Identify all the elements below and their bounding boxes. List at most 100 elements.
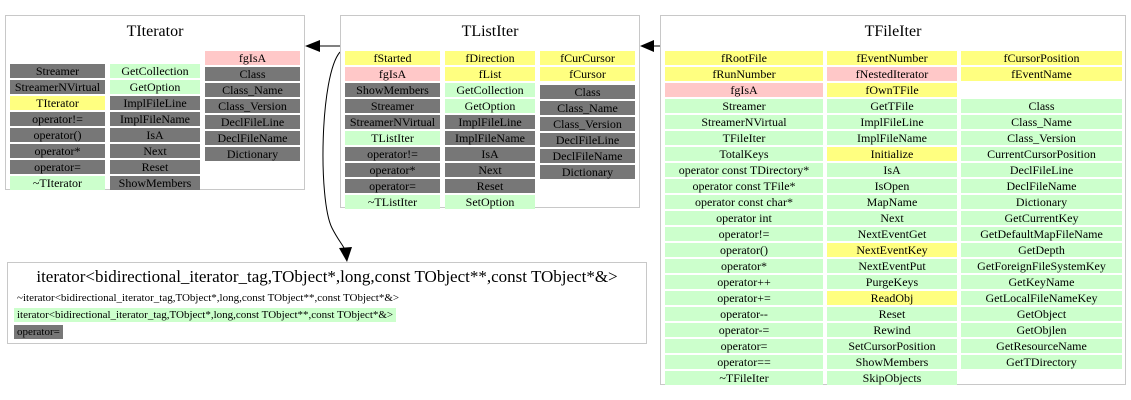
member-cell[interactable]: operator() bbox=[10, 128, 105, 142]
member-cell[interactable]: fEventName bbox=[961, 67, 1122, 81]
member-cell[interactable]: ImplFileLine bbox=[445, 115, 535, 129]
member-cell[interactable]: Class bbox=[961, 99, 1122, 113]
member-cell[interactable]: operator() bbox=[665, 243, 823, 257]
member-cell[interactable]: TIterator bbox=[10, 96, 105, 110]
member-cell[interactable]: ImplFileLine bbox=[110, 96, 200, 110]
member-cell[interactable]: IsA bbox=[827, 163, 957, 177]
member-cell[interactable]: GetCurrentKey bbox=[961, 211, 1122, 225]
member-cell[interactable]: operator++ bbox=[665, 275, 823, 289]
member-cell[interactable]: ShowMembers bbox=[827, 355, 957, 369]
member-cell[interactable]: operator const TDirectory* bbox=[665, 163, 823, 177]
member-cell[interactable]: IsOpen bbox=[827, 179, 957, 193]
member-cell[interactable]: DeclFileLine bbox=[961, 163, 1122, 177]
member-cell[interactable]: Next bbox=[827, 211, 957, 225]
member-cell[interactable]: SkipObjects bbox=[827, 371, 957, 385]
member-cell[interactable]: operator= bbox=[10, 160, 105, 174]
member-cell[interactable]: StreamerNVirtual bbox=[665, 115, 823, 129]
member-cell[interactable]: GetCollection bbox=[110, 64, 200, 78]
member-cell[interactable]: operator* bbox=[345, 163, 440, 177]
member-cell[interactable]: ~TIterator bbox=[10, 176, 105, 190]
member-cell[interactable]: Dictionary bbox=[540, 165, 635, 179]
member-cell[interactable]: operator= bbox=[665, 339, 823, 353]
member-cell[interactable]: DeclFileName bbox=[961, 179, 1122, 193]
member-cell[interactable]: TListIter bbox=[345, 131, 440, 145]
member-cell[interactable]: ShowMembers bbox=[345, 83, 440, 97]
member-cell[interactable]: fEventNumber bbox=[827, 51, 957, 65]
member-cell[interactable]: Class_Version bbox=[961, 131, 1122, 145]
member-cell[interactable]: TotalKeys bbox=[665, 147, 823, 161]
member-cell[interactable]: StreamerNVirtual bbox=[345, 115, 440, 129]
member-cell[interactable]: fDirection bbox=[445, 51, 535, 65]
member-cell[interactable]: operator-- bbox=[665, 307, 823, 321]
member-cell[interactable]: operator const TFile* bbox=[665, 179, 823, 193]
member-cell[interactable]: fCurCursor bbox=[540, 51, 635, 65]
member-constructor[interactable]: iterator<bidirectional_iterator_tag,TObj… bbox=[14, 308, 397, 322]
member-cell[interactable]: fgIsA bbox=[665, 83, 823, 97]
member-cell[interactable]: operator!= bbox=[345, 147, 440, 161]
member-cell[interactable]: Reset bbox=[445, 179, 535, 193]
member-cell[interactable]: operator+= bbox=[665, 291, 823, 305]
member-cell[interactable]: GetObjlen bbox=[961, 323, 1122, 337]
member-cell[interactable]: fCursor bbox=[540, 67, 635, 81]
member-cell[interactable]: NextEventGet bbox=[827, 227, 957, 241]
member-cell[interactable]: fList bbox=[445, 67, 535, 81]
member-cell[interactable]: GetForeignFileSystemKey bbox=[961, 259, 1122, 273]
member-cell[interactable]: PurgeKeys bbox=[827, 275, 957, 289]
member-cell[interactable]: NextEventPut bbox=[827, 259, 957, 273]
member-cell[interactable]: operator!= bbox=[10, 112, 105, 126]
member-cell[interactable]: Rewind bbox=[827, 323, 957, 337]
member-cell[interactable]: ReadObj bbox=[827, 291, 957, 305]
member-cell[interactable]: Streamer bbox=[345, 99, 440, 113]
member-cell[interactable]: Class_Name bbox=[540, 101, 635, 115]
member-cell[interactable]: GetResourceName bbox=[961, 339, 1122, 353]
member-cell[interactable]: fgIsA bbox=[205, 51, 300, 65]
member-cell[interactable]: GetDepth bbox=[961, 243, 1122, 257]
member-cell[interactable]: operator= bbox=[345, 179, 440, 193]
member-cell[interactable]: GetCollection bbox=[445, 83, 535, 97]
member-cell[interactable]: fgIsA bbox=[345, 67, 440, 81]
member-cell[interactable]: fRootFile bbox=[665, 51, 823, 65]
member-cell[interactable]: Class_Version bbox=[540, 117, 635, 131]
member-cell[interactable]: Streamer bbox=[10, 64, 105, 78]
member-operator-assign[interactable]: operator= bbox=[14, 325, 63, 339]
member-cell[interactable]: SetCursorPosition bbox=[827, 339, 957, 353]
member-cell[interactable]: ImplFileLine bbox=[827, 115, 957, 129]
member-cell[interactable]: DeclFileName bbox=[205, 131, 300, 145]
member-destructor[interactable]: ~iterator<bidirectional_iterator_tag,TOb… bbox=[17, 292, 400, 304]
member-cell[interactable]: CurrentCursorPosition bbox=[961, 147, 1122, 161]
member-cell[interactable]: StreamerNVirtual bbox=[10, 80, 105, 94]
member-cell[interactable]: ShowMembers bbox=[110, 176, 200, 190]
member-cell[interactable]: ImplFileName bbox=[110, 112, 200, 126]
member-cell[interactable]: Reset bbox=[110, 160, 200, 174]
member-cell[interactable]: Class bbox=[540, 85, 635, 99]
member-cell[interactable]: operator== bbox=[665, 355, 823, 369]
member-cell[interactable]: GetKeyName bbox=[961, 275, 1122, 289]
member-cell[interactable]: ~TFileIter bbox=[665, 371, 823, 385]
member-cell[interactable]: Reset bbox=[827, 307, 957, 321]
member-cell[interactable]: fNestedIterator bbox=[827, 67, 957, 81]
member-cell[interactable]: fRunNumber bbox=[665, 67, 823, 81]
member-cell[interactable]: GetDefaultMapFileName bbox=[961, 227, 1122, 241]
member-cell[interactable]: GetOption bbox=[445, 99, 535, 113]
member-cell[interactable]: operator-= bbox=[665, 323, 823, 337]
member-cell[interactable]: ImplFileName bbox=[445, 131, 535, 145]
member-cell[interactable]: operator const char* bbox=[665, 195, 823, 209]
member-cell[interactable]: Class_Version bbox=[205, 99, 300, 113]
member-cell[interactable]: Class_Name bbox=[205, 83, 300, 97]
class-box-iterator[interactable]: iterator<bidirectional_iterator_tag,TObj… bbox=[7, 262, 647, 344]
member-cell[interactable]: operator!= bbox=[665, 227, 823, 241]
member-cell[interactable]: operator* bbox=[665, 259, 823, 273]
class-box-tfileiter[interactable]: TFileIter fRootFile fRunNumber fgIsA Stream… bbox=[660, 15, 1126, 385]
member-cell[interactable]: DeclFileName bbox=[540, 149, 635, 163]
member-cell[interactable]: fCursorPosition bbox=[961, 51, 1122, 65]
member-cell[interactable]: IsA bbox=[445, 147, 535, 161]
member-cell[interactable]: TFileIter bbox=[665, 131, 823, 145]
member-cell[interactable]: DeclFileLine bbox=[540, 133, 635, 147]
member-cell[interactable]: GetOption bbox=[110, 80, 200, 94]
member-cell[interactable]: Class bbox=[205, 67, 300, 81]
member-cell[interactable]: Next bbox=[110, 144, 200, 158]
member-cell[interactable]: fOwnTFile bbox=[827, 83, 957, 97]
member-cell[interactable]: GetObject bbox=[961, 307, 1122, 321]
